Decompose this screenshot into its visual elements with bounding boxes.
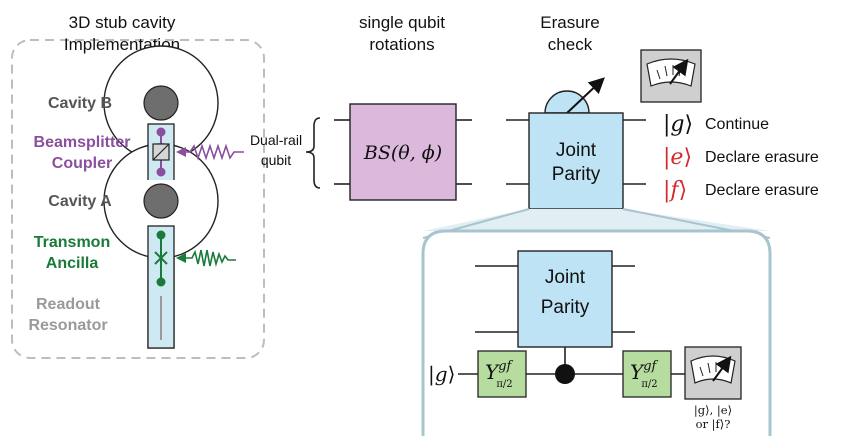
outcome-e-ket: |e⟩: [663, 145, 692, 170]
transmon-drive-signal: [178, 249, 236, 268]
parity-meter-dome: [544, 90, 590, 114]
joint-parity-line1: Joint: [556, 140, 597, 161]
outcome-f-ket: |f⟩: [663, 178, 687, 203]
readout-label-line2: Resonator: [28, 317, 107, 334]
joint-parity-line2: Parity: [552, 164, 601, 185]
transmon-label-line1: Transmon: [34, 234, 110, 251]
erasure-title-line1: Erasure: [540, 13, 600, 32]
bs-gate-label: BS(θ, ϕ): [363, 142, 442, 164]
parity-meter-arrow: [566, 77, 605, 114]
control-dot: [555, 364, 575, 384]
coupler-bottom-dot: [156, 167, 166, 177]
beamsplitter-label-line2: Coupler: [52, 155, 112, 172]
cavity-a-post: [143, 183, 179, 219]
dual-rail-label-line1: Dual-rail: [250, 132, 302, 148]
dual-rail-brace: [305, 117, 321, 189]
joint-parity-box: [528, 112, 624, 210]
outcome-g-label: Continue: [705, 116, 769, 133]
zoom-joint-parity-line1: Joint: [545, 267, 586, 288]
coupler-drive-arrow: [176, 147, 186, 157]
transmon-drive-arrow: [176, 253, 186, 263]
dual-rail-label-line2: qubit: [261, 152, 291, 168]
coupler-drive-signal: [178, 143, 244, 161]
result-caption-line2: or |f⟩?: [696, 417, 731, 432]
transmon-label-line2: Ancilla: [46, 255, 99, 272]
rotation-gate-1: [477, 350, 527, 398]
transmon-top-dot: [156, 230, 166, 240]
outcome-g-ket: |g⟩: [663, 112, 693, 137]
beamsplitter-label-line1: Beamsplitter: [34, 134, 131, 151]
left-panel: 3D stub cavity Implementation: [11, 13, 265, 359]
left-panel-border: [11, 39, 265, 359]
rotations-title-line1: single qubit: [359, 13, 445, 32]
outcome-list: |g⟩ Continue |e⟩ Declare erasure |f⟩ Dec…: [663, 112, 819, 203]
readout-label-line1: Readout: [36, 296, 101, 313]
transmon-bottom-dot: [156, 277, 166, 287]
rotation-gate-2: [622, 350, 672, 398]
zoom-joint-parity-box: [517, 250, 613, 348]
cavity-b-label: Cavity B: [48, 95, 112, 112]
erasure-check: Erasure check Joint Parity |g⟩ Continue …: [506, 13, 819, 210]
zoom-meter-icon: [684, 346, 742, 400]
rotations-title-line2: rotations: [369, 35, 434, 54]
cavity-b-post: [143, 85, 179, 121]
left-panel-title-line1: 3D stub cavity: [69, 13, 176, 32]
cavity-a-label: Cavity A: [48, 193, 112, 210]
outcome-e-label: Declare erasure: [705, 149, 819, 166]
result-caption-line1: |g⟩, |e⟩: [694, 403, 732, 418]
outcome-f-label: Declare erasure: [705, 182, 819, 199]
coupler-top-dot: [156, 127, 166, 137]
erasure-title-line2: check: [548, 35, 593, 54]
meter-icon: [640, 49, 702, 103]
single-qubit-rotations: single qubit rotations BS(θ, ϕ) Dual-rai…: [250, 13, 472, 201]
ancilla-ket: |g⟩: [428, 362, 455, 387]
zoom-joint-parity-line2: Parity: [541, 297, 590, 318]
bs-gate-box: [349, 103, 457, 201]
